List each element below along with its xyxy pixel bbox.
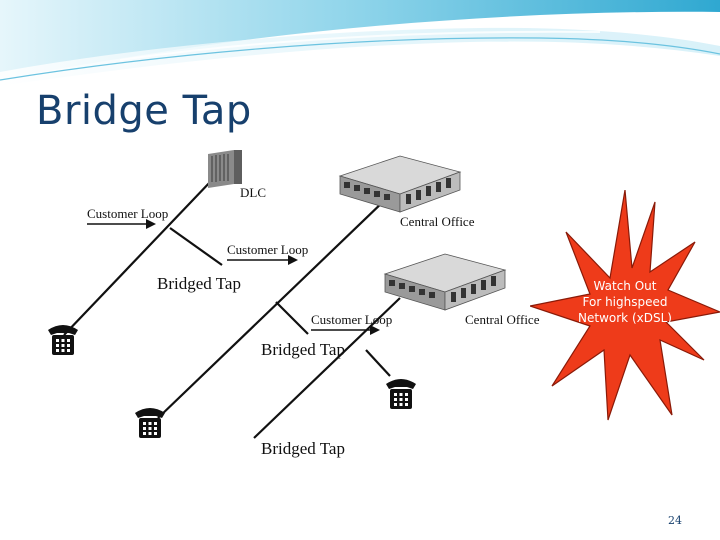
tap-line-2	[275, 301, 309, 335]
tap-line-3	[365, 349, 391, 377]
central-office-2-building-icon	[383, 253, 507, 311]
customer-loop-1-arrow	[87, 219, 156, 229]
callout-line-3: Network (xDSL)	[578, 311, 672, 325]
loop-line-co1-phone	[157, 197, 388, 419]
watch-out-callout: Watch Out For highspeed Network (xDSL)	[560, 278, 690, 326]
loop-line-dlc-phone	[63, 179, 213, 336]
bridge-tap-diagram: DLC Central Office Central Office Cu	[40, 150, 546, 460]
customer-loop-2-label: Customer Loop	[227, 242, 308, 257]
customer-loop-2-arrow	[227, 255, 298, 265]
central-office-1-building-icon	[338, 155, 462, 213]
bridged-tap-2-label: Bridged Tap	[261, 340, 345, 359]
customer-loop-3-label: Customer Loop	[311, 312, 392, 327]
telephone-icon	[135, 408, 165, 438]
callout-line-2: For highspeed	[582, 295, 668, 309]
bridged-tap-1-label: Bridged Tap	[157, 274, 241, 293]
warning-starburst-shape	[530, 190, 720, 421]
customer-loop-1-label: Customer Loop	[87, 206, 168, 221]
central-office-2-label: Central Office	[465, 312, 540, 327]
telephone-icon	[386, 379, 416, 409]
loop-line-co2-tap	[253, 297, 401, 439]
dlc-label: DLC	[240, 185, 266, 200]
callout-line-1: Watch Out	[593, 279, 657, 293]
slide-title: Bridge Tap	[36, 88, 252, 134]
dlc-cabinet-icon	[208, 150, 242, 188]
bridged-tap-3-label: Bridged Tap	[261, 439, 345, 458]
page-number: 24	[668, 514, 682, 527]
slide-header-banner	[0, 0, 720, 87]
telephone-icon	[48, 325, 78, 355]
starburst-fill	[530, 190, 720, 421]
central-office-1-label: Central Office	[400, 214, 475, 229]
customer-loop-3-arrow	[311, 325, 380, 335]
tap-line-1	[169, 227, 223, 266]
